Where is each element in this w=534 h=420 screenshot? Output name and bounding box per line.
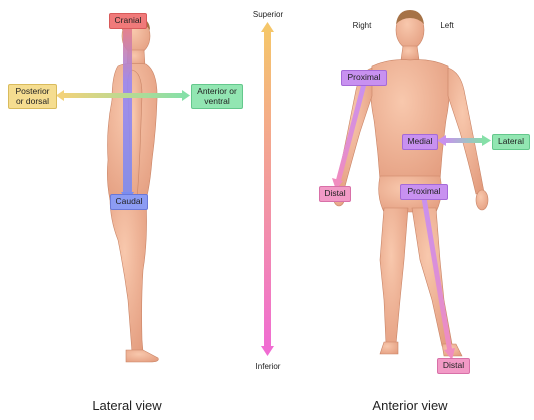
cranial-label: Cranial: [109, 13, 147, 29]
posterior-label: Posterior or dorsal: [8, 84, 57, 109]
anterior-view-caption: Anterior view: [350, 398, 470, 413]
proximal-arm-label: Proximal: [341, 70, 387, 86]
lateral-view-caption: Lateral view: [62, 398, 192, 413]
anterior-figure: [333, 10, 488, 356]
distal-arm-label: Distal: [319, 186, 351, 202]
left-label: Left: [432, 21, 462, 30]
caudal-label: Caudal: [110, 194, 148, 210]
superior-label: Superior: [246, 10, 290, 19]
medial-label: Medial: [402, 134, 438, 150]
lateral-label: Lateral: [492, 134, 530, 150]
right-label: Right: [345, 21, 379, 30]
lateral-figure: [107, 17, 158, 362]
distal-leg-label: Distal: [437, 358, 470, 374]
superior-inferior-arrow: [261, 22, 274, 356]
proximal-leg-label: Proximal: [400, 184, 448, 200]
inferior-label: Inferior: [246, 362, 290, 371]
anterior-label: Anterior or ventral: [191, 84, 243, 109]
